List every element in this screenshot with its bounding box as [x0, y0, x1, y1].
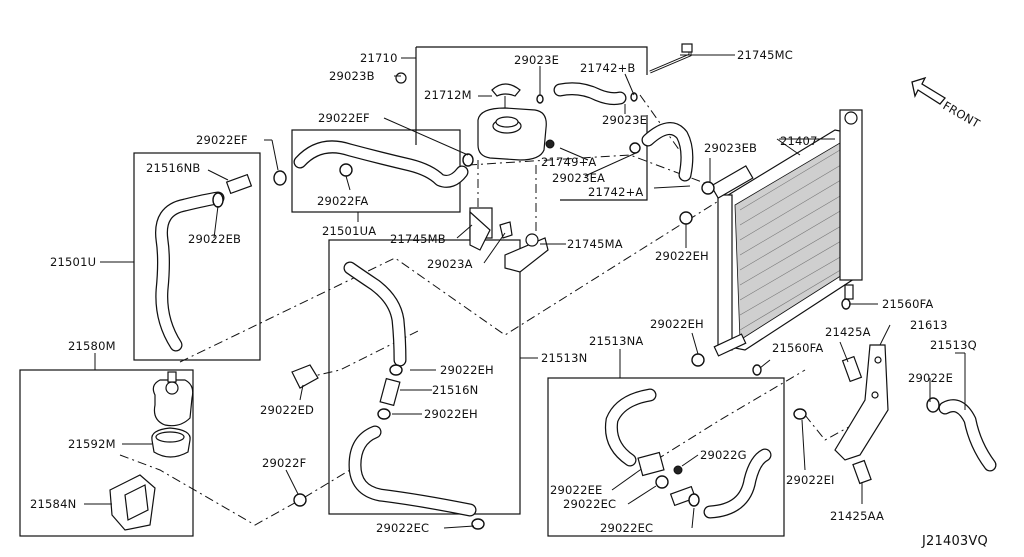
- clamps: [212, 92, 940, 530]
- label-29022EB: 29022EB: [188, 232, 241, 246]
- label-29023E-mid: 29023E: [602, 113, 647, 127]
- label-29022ED: 29022ED: [260, 403, 314, 417]
- front-arrow-icon: [911, 76, 946, 105]
- label-29022F: 29022F: [262, 456, 306, 470]
- front-label: FRONT: [941, 98, 984, 131]
- label-21425AA: 21425AA: [830, 509, 884, 523]
- label-21710: 21710: [360, 51, 398, 65]
- bracket-21613: [834, 344, 889, 485]
- label-21513Q: 21513Q: [930, 338, 977, 352]
- frame-21710-top: [416, 46, 648, 75]
- label-21742-A: 21742+A: [588, 185, 644, 199]
- radiator-21407: [710, 109, 863, 357]
- label-29023B: 29023B: [329, 69, 375, 83]
- label-29022E: 29022E: [908, 371, 953, 385]
- label-21712M: 21712M: [424, 88, 472, 102]
- label-21742-B: 21742+B: [580, 61, 636, 75]
- label-21501UA: 21501UA: [322, 224, 376, 238]
- frame-21513NA: [547, 377, 785, 537]
- label-21425A: 21425A: [825, 325, 871, 339]
- label-21745MC: 21745MC: [737, 48, 793, 62]
- sub-assembly-21580M: [109, 371, 194, 531]
- label-29022EC-left: 29022EC: [376, 521, 429, 535]
- label-21501U: 21501U: [50, 255, 96, 269]
- diagram-code: J21403VQ: [921, 534, 988, 549]
- label-29022EE: 29022EE: [550, 483, 603, 497]
- dash-line-5: [639, 369, 806, 471]
- label-21407: 21407: [780, 134, 818, 148]
- label-21560FA-bottom: 21560FA: [772, 341, 823, 355]
- label-29022EC-right: 29022EC: [600, 521, 653, 535]
- label-21745MA: 21745MA: [567, 237, 623, 251]
- label-29022EH-low: 29022EH: [424, 407, 478, 421]
- dash-line-6: [804, 409, 881, 441]
- label-21580M: 21580M: [68, 339, 116, 353]
- label-21592M: 21592M: [68, 437, 116, 451]
- hoses: [155, 43, 997, 519]
- label-21749-A: 21749+A: [541, 155, 597, 169]
- dash-line-4: [119, 454, 351, 526]
- label-21516NB: 21516NB: [146, 161, 200, 175]
- label-21560FA-top: 21560FA: [882, 297, 933, 311]
- label-29022EI: 29022EI: [786, 473, 835, 487]
- label-29022EH-mid: 29022EH: [440, 363, 494, 377]
- reservoir-tank-21710: [395, 72, 555, 273]
- label-21513NA: 21513NA: [589, 334, 643, 348]
- leader-lines: [84, 54, 966, 529]
- label-21513N: 21513N: [541, 351, 587, 365]
- frame-21580M: [19, 369, 194, 537]
- group-frames: [19, 46, 785, 537]
- label-29023E-top: 29023E: [514, 53, 559, 67]
- part-labels: 21710 29023B 29023E 21742+B 21745MC 2171…: [30, 48, 988, 549]
- label-21584N: 21584N: [30, 497, 76, 511]
- label-29023EB: 29023EB: [704, 141, 757, 155]
- label-21613: 21613: [910, 318, 948, 332]
- label-29022EF-left: 29022EF: [196, 133, 248, 147]
- label-29022EH-lower: 29022EH: [650, 317, 704, 331]
- dash-line-1: [179, 199, 721, 363]
- label-29023A: 29023A: [427, 257, 473, 271]
- front-direction-indicator: FRONT: [911, 76, 984, 131]
- label-29022FA: 29022FA: [317, 194, 368, 208]
- label-29022EC-mid: 29022EC: [563, 497, 616, 511]
- label-29022G: 29022G: [700, 448, 747, 462]
- frame-21513N: [328, 239, 521, 515]
- label-29023EA: 29023EA: [552, 171, 605, 185]
- frame-21501U: [133, 152, 261, 361]
- label-21745MB: 21745MB: [390, 232, 446, 246]
- label-29022EH-right: 29022EH: [655, 249, 709, 263]
- label-29022EF-mid: 29022EF: [318, 111, 370, 125]
- label-21516N: 21516N: [432, 383, 478, 397]
